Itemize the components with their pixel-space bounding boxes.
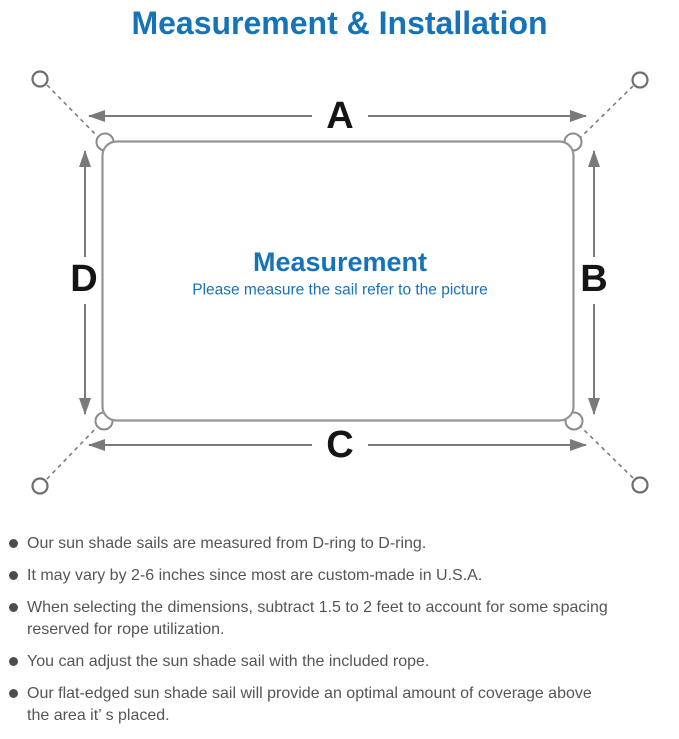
dash-line-top-left — [46, 84, 100, 139]
dim-label-a: A — [326, 95, 353, 137]
page-title: Measurement & Installation — [131, 5, 548, 41]
dim-label-c: C — [326, 424, 353, 466]
dash-line-bottom-right — [580, 426, 634, 479]
note-item: Our sun shade sails are measured from D-… — [0, 533, 679, 555]
note-text: Our sun shade sails are measured from D-… — [27, 535, 427, 552]
anchor-ring-bottom-right — [631, 476, 649, 494]
bullet-icon — [9, 539, 18, 548]
bullet-icon — [9, 571, 18, 580]
measurement-diagram: A B C D Measurement Please measure the s… — [0, 45, 679, 505]
dim-label-b: B — [580, 258, 607, 300]
dash-line-bottom-left — [46, 425, 99, 480]
measurement-diagram-svg: A B C D Measurement Please measure the s… — [31, 70, 649, 495]
anchor-ring-top-left — [31, 70, 49, 88]
note-item: It may vary by 2-6 inches since most are… — [0, 565, 679, 587]
anchor-ring-bottom-left — [31, 477, 49, 495]
dash-line-top-right — [579, 85, 634, 139]
note-item: You can adjust the sun shade sail with t… — [0, 651, 679, 673]
note-item: When selecting the dimensions, subtract … — [0, 597, 679, 641]
note-text: When selecting the dimensions, subtract … — [27, 599, 608, 638]
bullet-icon — [9, 689, 18, 698]
bullet-icon — [9, 603, 18, 612]
bullet-icon — [9, 657, 18, 666]
notes-list: Our sun shade sails are measured from D-… — [0, 533, 679, 727]
diagram-center-subtitle: Please measure the sail refer to the pic… — [192, 282, 488, 299]
note-item: Our flat-edged sun shade sail will provi… — [0, 683, 679, 727]
diagram-center-title: Measurement — [253, 247, 427, 277]
anchor-ring-top-right — [631, 71, 649, 89]
note-text: Our flat-edged sun shade sail will provi… — [27, 685, 592, 724]
dim-label-d: D — [70, 258, 97, 300]
note-text: It may vary by 2-6 inches since most are… — [27, 567, 483, 584]
note-text: You can adjust the sun shade sail with t… — [27, 653, 430, 670]
sail-outline — [101, 140, 575, 422]
